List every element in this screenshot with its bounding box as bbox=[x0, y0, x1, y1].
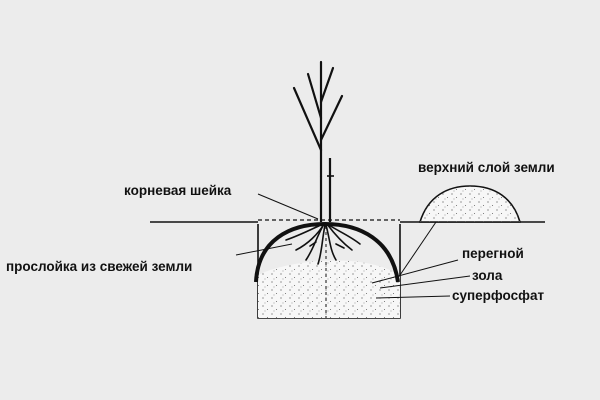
label-superphosphate: суперфосфат bbox=[452, 288, 545, 303]
seedling-branches bbox=[292, 60, 344, 178]
label-fresh-soil-layer: прослойка из свежей земли bbox=[6, 259, 193, 274]
label-root-collar: корневая шейка bbox=[124, 183, 232, 198]
seedling-roots bbox=[285, 223, 361, 265]
leader-lines bbox=[235, 193, 471, 299]
label-ash: зола bbox=[472, 268, 503, 283]
label-topsoil: верхний слой земли bbox=[418, 160, 555, 175]
nutrient-mix-speckle bbox=[258, 260, 400, 318]
label-humus: перегной bbox=[462, 246, 524, 261]
topsoil-mound-speckle bbox=[420, 186, 520, 222]
fresh-soil-dome bbox=[254, 221, 400, 283]
